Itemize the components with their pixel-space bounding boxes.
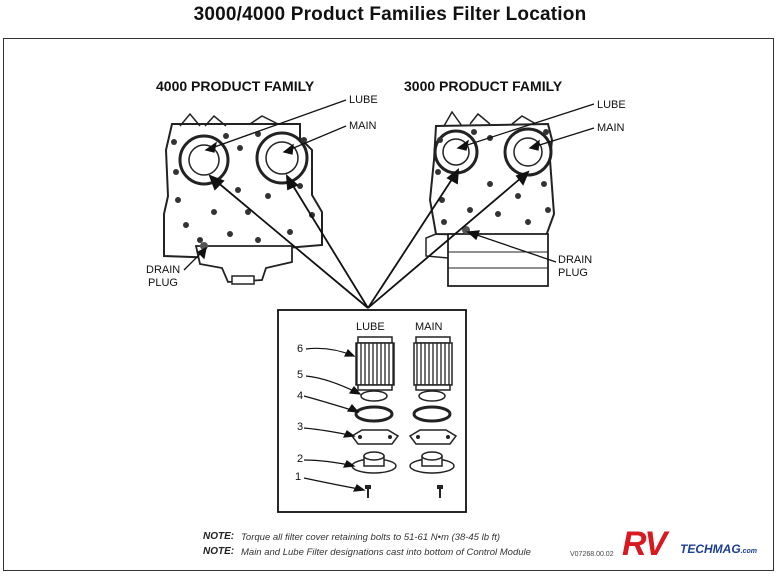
- logo-techmag-text: TECHMAG: [680, 542, 741, 556]
- leader-lines: [183, 99, 595, 271]
- label-3000-plug: PLUG: [558, 267, 588, 279]
- callout-3: 3: [297, 421, 304, 433]
- note-1-label: NOTE:: [203, 531, 235, 542]
- logo-suffix: .com: [740, 548, 758, 555]
- callout-leaders: [303, 347, 366, 492]
- converging-arrows: [208, 168, 530, 309]
- logo-techmag: TECHMAG.com: [680, 542, 757, 559]
- label-4000-lube: LUBE: [349, 94, 378, 106]
- heading-3000-family: 3000 PRODUCT FAMILY: [404, 78, 563, 94]
- callout-1: 1: [295, 471, 302, 483]
- filter-stack-lube: [350, 336, 400, 498]
- detail-header-lube: LUBE: [356, 321, 385, 333]
- heading-4000-family: 4000 PRODUCT FAMILY: [156, 78, 315, 94]
- callout-5: 5: [297, 369, 304, 381]
- figure-frame: [3, 38, 774, 571]
- note-1-text: Torque all filter cover retaining bolts …: [241, 532, 501, 543]
- label-3000-drain: DRAIN: [558, 254, 593, 266]
- note-2-text: Main and Lube Filter designations cast i…: [241, 547, 531, 558]
- figure-title: 3000/4000 Product Families Filter Locati…: [193, 4, 587, 25]
- callout-6: 6: [297, 343, 304, 355]
- label-4000-main: MAIN: [349, 120, 377, 132]
- callout-2: 2: [297, 453, 304, 465]
- label-3000-main: MAIN: [597, 122, 625, 134]
- note-2-label: NOTE:: [203, 546, 235, 557]
- transmission-4000: [163, 112, 323, 285]
- label-4000-drain: DRAIN: [146, 264, 181, 276]
- label-3000-lube: LUBE: [597, 99, 626, 111]
- detail-header-main: MAIN: [415, 321, 443, 333]
- callout-4: 4: [297, 390, 304, 402]
- figure-code: V07268.00.02: [570, 551, 614, 558]
- logo-rv: RV: [622, 525, 667, 563]
- label-4000-plug: PLUG: [148, 277, 178, 289]
- filter-stack-main: [408, 336, 458, 498]
